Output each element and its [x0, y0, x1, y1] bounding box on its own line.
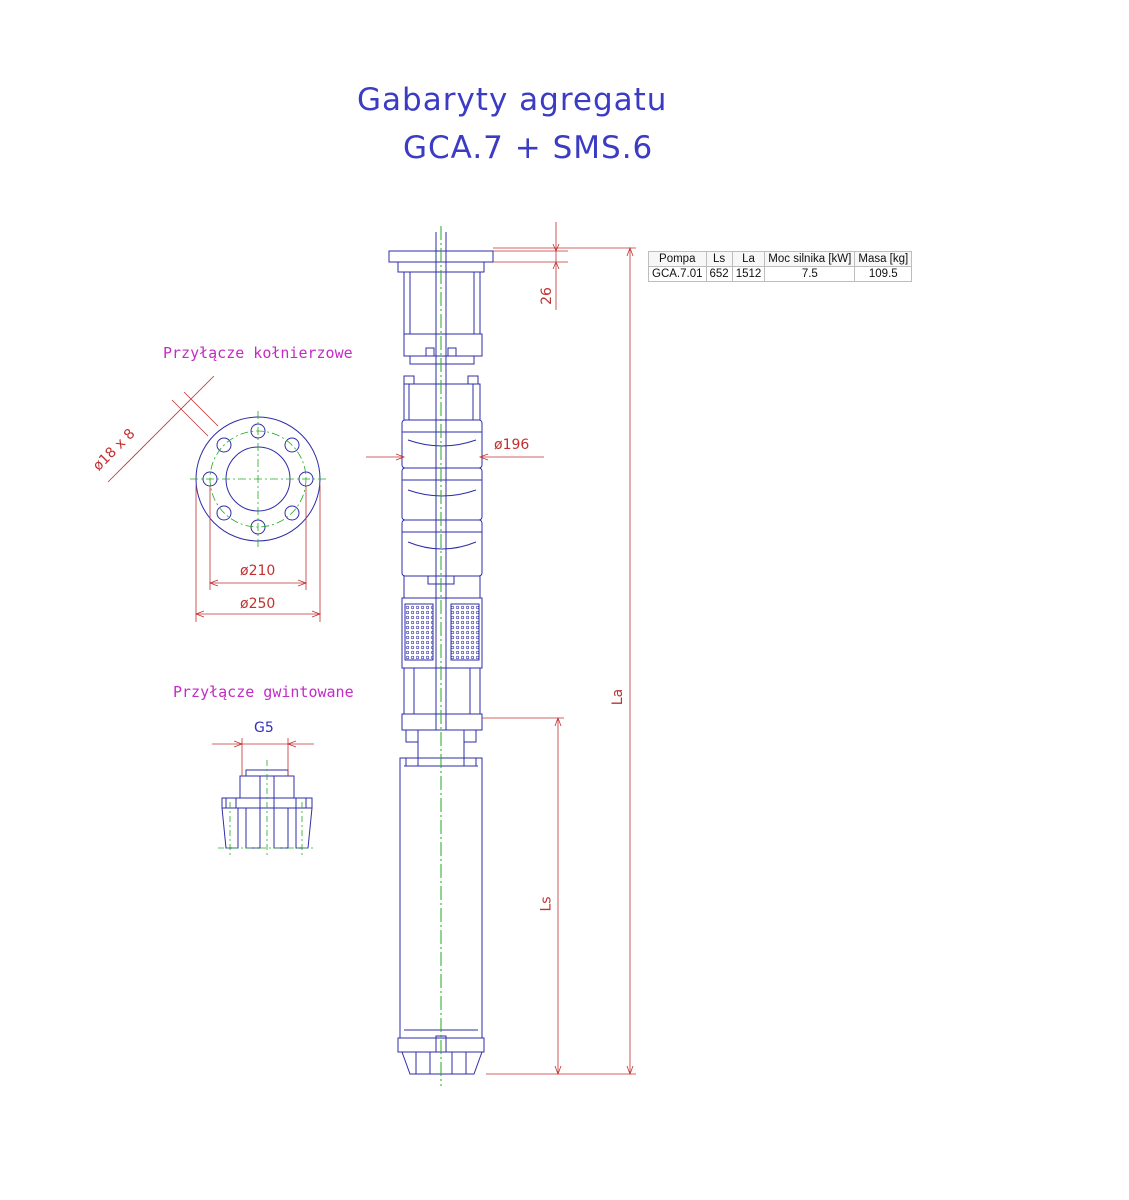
header-motor-power: Moc silnika [kW]	[764, 251, 856, 267]
table-row: GCA.7.01 652 1512 7.5 109.5	[648, 266, 913, 282]
thread-size-dimension: G5	[254, 720, 274, 736]
spec-table: Pompa Ls La Moc silnika [kW] Masa [kg] G…	[648, 251, 913, 282]
bolt-circle-dimension: ø210	[240, 563, 276, 579]
header-pump: Pompa	[648, 251, 707, 267]
cell-la: 1512	[731, 266, 766, 282]
header-la: La	[731, 251, 766, 267]
flange-outer-dimension: ø250	[240, 596, 276, 612]
threaded-connection-view	[221, 769, 313, 849]
flange-connection-label: Przyłącze kołnierzowe	[163, 344, 353, 362]
pump-dimensions	[366, 222, 636, 1076]
header-mass: Masa [kg]	[854, 251, 913, 267]
pump-diameter-dimension: ø196	[494, 437, 530, 453]
pump-assembly	[388, 232, 494, 1075]
cell-mass: 109.5	[854, 266, 913, 282]
threaded-centerlines	[218, 760, 316, 856]
cell-motor-power: 7.5	[764, 266, 856, 282]
flange-dimensions	[107, 375, 322, 622]
motor-length-dimension: Ls	[538, 896, 555, 912]
drawing-title: Gabaryty agregatu	[357, 82, 668, 118]
cell-ls: 652	[705, 266, 733, 282]
flange-centerlines	[190, 411, 326, 547]
header-ls: Ls	[705, 251, 733, 267]
cell-pump: GCA.7.01	[648, 266, 707, 282]
threaded-dimensions	[212, 738, 314, 776]
overall-length-dimension: La	[610, 688, 627, 706]
threaded-connection-label: Przyłącze gwintowane	[173, 683, 354, 701]
flange-height-dimension: 26	[538, 287, 555, 305]
drawing-subtitle: GCA.7 + SMS.6	[403, 130, 654, 166]
spec-table-header: Pompa Ls La Moc silnika [kW] Masa [kg]	[648, 251, 913, 267]
